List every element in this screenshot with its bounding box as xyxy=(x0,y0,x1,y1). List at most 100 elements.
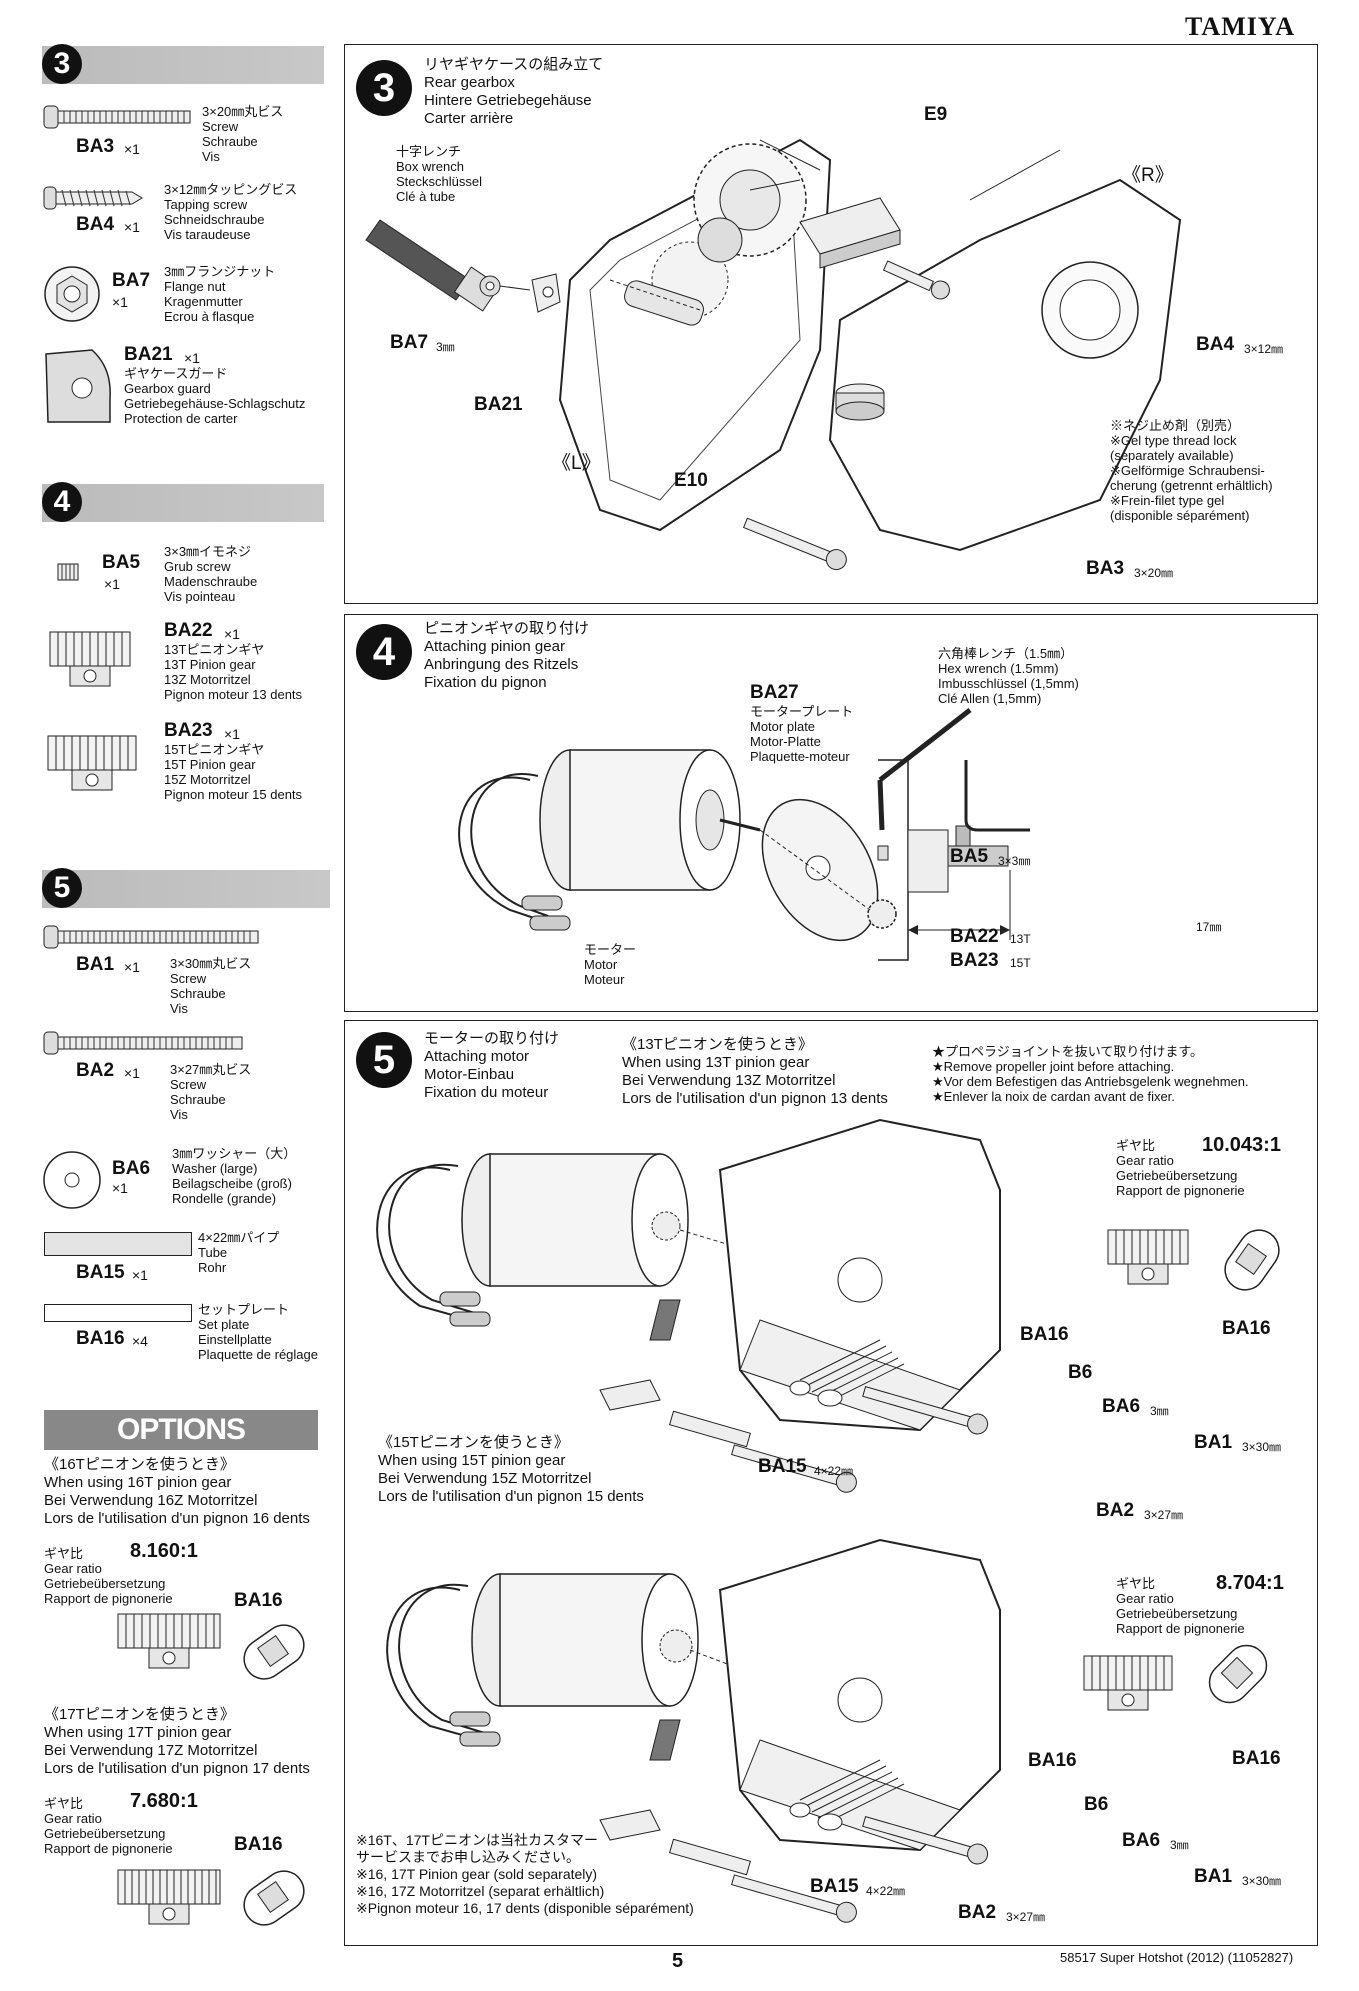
step5-number: 5 xyxy=(356,1032,412,1088)
screw-ba3-icon xyxy=(43,105,191,129)
step5-top-ba2-size: 3×27㎜ xyxy=(1144,1508,1184,1522)
step3-parts-bar xyxy=(42,46,324,84)
step5-warning: ★プロペラジョイントを抜いて取り付けます。 ★Remove propeller … xyxy=(932,1044,1249,1104)
step5-15t-ratio-label: ギヤ比 Gear ratio Getriebeübersetzung Rappo… xyxy=(1116,1576,1245,1636)
step5-top-ba6-label: BA6 xyxy=(1102,1396,1141,1417)
step5-top-ba1-size: 3×30㎜ xyxy=(1242,1440,1282,1454)
part-desc-ba4: 3×12㎜タッピングビス Tapping screw Schneidschrau… xyxy=(164,182,298,242)
step3-label-ba4-size: 3×12㎜ xyxy=(1244,342,1284,356)
step5-title: モーターの取り付け Attaching motor Motor-Einbau F… xyxy=(424,1030,560,1101)
step3-label-ba4: BA4 xyxy=(1196,334,1235,355)
flange-nut-ba7-icon xyxy=(44,266,100,322)
part-code-ba15: BA15 xyxy=(76,1262,125,1283)
part-code-ba5: BA5 xyxy=(102,552,141,573)
step5-bottom-b6-label: B6 xyxy=(1084,1794,1109,1815)
part-qty-ba16: ×4 xyxy=(132,1333,148,1349)
rear-gearbox-diagram xyxy=(365,138,1182,571)
step4-panel xyxy=(344,614,1318,1012)
step3-parts-number: 3 xyxy=(42,44,82,84)
step5-13t-ratio-label: ギヤ比 Gear ratio Getriebeübersetzung Rappo… xyxy=(1116,1138,1245,1198)
step5-15t-ratio: 8.704:1 xyxy=(1216,1572,1284,1594)
part-desc-ba15: 4×22㎜パイプ Tube Rohr xyxy=(198,1230,280,1275)
step3-label-l: 《L》 xyxy=(552,453,601,474)
pinion-attach-diagram xyxy=(458,708,1030,961)
part-code-ba1: BA1 xyxy=(76,954,115,975)
part-qty-ba21: ×1 xyxy=(184,350,200,366)
step5-13t-ratio: 10.043:1 xyxy=(1202,1134,1281,1156)
pinion-16t-icon xyxy=(117,1613,221,1669)
gearbox-guard-ba21-icon xyxy=(45,349,111,423)
step4-motor-label: モーター Motor Moteur xyxy=(584,942,637,987)
step4-hex-wrench-label: 六角棒レンチ（1.5㎜） Hex wrench (1.5mm) Imbussch… xyxy=(938,646,1079,706)
part-desc-ba3: 3×20㎜丸ビス Screw Schraube Vis xyxy=(202,104,284,164)
step4-title: ピニオンギヤの取り付け Attaching pinion gear Anbrin… xyxy=(424,620,590,691)
step5-bottom-ba15-label: BA15 xyxy=(810,1876,859,1897)
step5-13t-heading: 《13Tピニオンを使うとき》 When using 13T pinion gea… xyxy=(622,1036,888,1107)
options-17t-ratio-label: ギヤ比 Gear ratio Getriebeübersetzung Rappo… xyxy=(44,1796,173,1856)
set-plate-16t-icon xyxy=(243,1624,305,1680)
options-17t-part-label: BA16 xyxy=(234,1834,283,1855)
step5-top-ba15-size: 4×22㎜ xyxy=(814,1464,854,1478)
tube-ba15-icon xyxy=(44,1232,192,1256)
step5-13t-ba16-label: BA16 xyxy=(1222,1318,1271,1339)
step4-label-ba23: BA23 xyxy=(950,950,999,971)
step3-label-ba21: BA21 xyxy=(474,394,523,415)
step3-label-ba7: BA7 xyxy=(390,332,429,353)
step5-bottom-ba16-label: BA16 xyxy=(1028,1750,1077,1771)
step3-tool-label: 十字レンチ Box wrench Steckschlüssel Clé à tu… xyxy=(396,144,482,204)
screw-ba2-icon xyxy=(43,1031,243,1055)
options-17t-heading: 《17Tピニオンを使うとき》 When using 17T pinion gea… xyxy=(44,1706,310,1777)
part-desc-ba7: 3㎜フランジナット Flange nut Kragenmutter Ecrou … xyxy=(164,264,276,324)
part-desc-ba23: 15Tピニオンギヤ 15T Pinion gear 15Z Motorritze… xyxy=(164,742,303,802)
part-desc-ba1: 3×30㎜丸ビス Screw Schraube Vis xyxy=(170,956,252,1016)
options-16t-heading: 《16Tピニオンを使うとき》 When using 16T pinion gea… xyxy=(44,1456,310,1527)
page-number: 5 xyxy=(672,1950,684,1972)
motor-attach-13t-diagram xyxy=(376,1118,1001,1493)
part-desc-ba6: 3㎜ワッシャー（大） Washer (large) Beilagscheibe … xyxy=(172,1146,297,1206)
pinion-13t-ba22-icon xyxy=(49,631,131,687)
step5-top-ba16-label: BA16 xyxy=(1020,1324,1069,1345)
step5-top-ba2-label: BA2 xyxy=(1096,1500,1135,1521)
step5-top-ba6-size: 3㎜ xyxy=(1150,1404,1169,1418)
grub-screw-ba5-icon xyxy=(57,563,79,581)
part-qty-ba4: ×1 xyxy=(124,219,140,235)
set-plate-17t-icon xyxy=(243,1870,305,1926)
step3-label-ba3: BA3 xyxy=(1086,558,1125,579)
step5-15t-heading: 《15Tピニオンを使うとき》 When using 15T pinion gea… xyxy=(378,1434,644,1505)
part-desc-ba16: セットプレート Set plate Einstellplatte Plaquet… xyxy=(198,1302,318,1362)
part-code-ba4: BA4 xyxy=(76,214,115,235)
box-wrench-icon xyxy=(365,219,501,312)
step5-footnote: ※16T、17Tピニオンは当社カスタマー サービスまでお申し込みください。 ※1… xyxy=(356,1832,694,1916)
part-qty-ba15: ×1 xyxy=(132,1267,148,1283)
brand-logo: TAMIYA xyxy=(1185,12,1296,41)
options-banner: OPTIONS xyxy=(44,1410,318,1450)
pinion-15t-ba23-icon xyxy=(47,735,137,791)
step5-15t-pinion-icon xyxy=(1083,1655,1173,1711)
washer-ba6-icon xyxy=(43,1151,101,1209)
step5-top-ba15-label: BA15 xyxy=(758,1456,807,1477)
step4-dimension-17mm: 17㎜ xyxy=(1192,918,1226,935)
part-code-ba3: BA3 xyxy=(76,136,115,157)
part-code-ba21: BA21 xyxy=(124,344,173,365)
step4-label-ba27: BA27 xyxy=(750,682,799,703)
step5-15t-set-plate-icon xyxy=(1208,1644,1268,1704)
step4-motor-plate-desc: モータープレート Motor plate Motor-Platte Plaque… xyxy=(750,704,854,764)
part-code-ba22: BA22 xyxy=(164,620,213,641)
step3-label-ba7-size: 3㎜ xyxy=(436,340,455,354)
step5-15t-ba16-label: BA16 xyxy=(1232,1748,1281,1769)
step3-label-e10: E10 xyxy=(674,470,708,491)
step5-13t-set-plate-icon xyxy=(1224,1229,1280,1291)
part-qty-ba6: ×1 xyxy=(112,1180,128,1196)
part-desc-ba2: 3×27㎜丸ビス Screw Schraube Vis xyxy=(170,1062,252,1122)
part-code-ba7: BA7 xyxy=(112,270,151,291)
step5-bottom-ba6-size: 3㎜ xyxy=(1170,1838,1189,1852)
part-code-ba23: BA23 xyxy=(164,720,213,741)
step3-panel xyxy=(344,44,1318,604)
part-desc-ba5: 3×3㎜イモネジ Grub screw Madenschraube Vis po… xyxy=(164,544,258,604)
step5-panel xyxy=(344,1020,1318,1946)
part-qty-ba23: ×1 xyxy=(224,726,240,742)
step5-bottom-ba6-label: BA6 xyxy=(1122,1830,1161,1851)
part-qty-ba3: ×1 xyxy=(124,141,140,157)
step5-bottom-ba2-size: 3×27㎜ xyxy=(1006,1910,1046,1924)
options-17t-ratio: 7.680:1 xyxy=(130,1790,198,1812)
